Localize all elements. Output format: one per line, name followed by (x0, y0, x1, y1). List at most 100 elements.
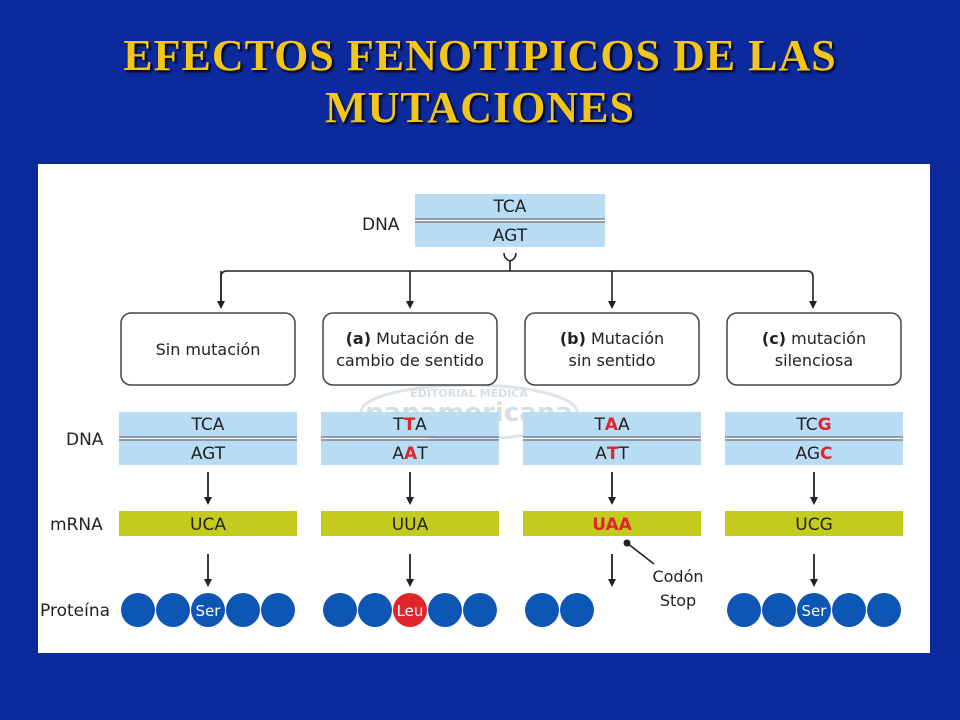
mutation-type-box (120, 312, 296, 386)
box-line-2: silenciosa (775, 351, 853, 370)
amino-acid-label: Ser (802, 602, 828, 620)
mrna-text-segment: UCG (795, 515, 833, 535)
box-line-text: Mutación de (376, 329, 474, 348)
box-label-letter: (a) (346, 329, 371, 348)
dna-strand-2 (523, 441, 701, 465)
amino-acid-circle (261, 593, 295, 627)
dna-strand-1 (523, 412, 701, 436)
dna-strand-1 (321, 412, 499, 436)
dna-strand-1 (119, 412, 297, 436)
amino-acid-circle (463, 593, 497, 627)
top-dna: DNA TCA AGT (362, 194, 605, 247)
amino-acid-circle (867, 593, 901, 627)
dna-strand-2-text-segment: C (820, 444, 832, 464)
mrna-strand (725, 511, 903, 536)
dna-strand-1-text-segment: A (605, 415, 619, 435)
amino-acid-circle (560, 593, 594, 627)
dna-strand-1-text: TAA (593, 415, 630, 435)
dna-strand-2-text-segment: T (416, 444, 428, 464)
amino-acid-circle (797, 593, 831, 627)
amino-acid-label: Ser (196, 602, 222, 620)
dna-strand-2-text: ATT (595, 444, 629, 464)
box-line-1: (a) Mutación de (346, 329, 475, 348)
mutation-type-box (524, 312, 700, 386)
top-dna-strand-1 (415, 194, 605, 218)
box-line-1: (b) Mutación (560, 329, 664, 348)
dna-strand-2 (725, 441, 903, 465)
top-dna-strand-2-text: AGT (493, 226, 528, 246)
box-line-2: sin sentido (569, 351, 656, 370)
dna-strand-2-text-segment: A (404, 444, 418, 464)
row-label-protein: Proteína (40, 601, 110, 621)
stop-codon-note: Codón Stop (623, 539, 704, 610)
amino-acid-circle (393, 593, 427, 627)
row-label-mrna: mRNA (50, 515, 103, 535)
box-line-text: Mutación (591, 329, 664, 348)
mrna-text: UUA (392, 515, 429, 535)
stop-note-line-2: Stop (660, 591, 696, 610)
dna-strand-2-text-segment: T (607, 444, 619, 464)
diagram-panel: EDITORIAL MÉDICA panamericana DNA TCA AG… (38, 164, 930, 653)
mrna-text: UCA (190, 515, 226, 535)
amino-acid-circle (727, 593, 761, 627)
mrna-strand (523, 511, 701, 536)
dna-strand-1-text-segment: A (618, 415, 630, 435)
stop-note-line-1: Codón (652, 567, 703, 586)
dna-strand-1-text-segment: A (415, 415, 427, 435)
row-label-dna: DNA (66, 430, 104, 450)
dna-strand-1-text-segment: G (818, 415, 832, 435)
mutation-type-box (322, 312, 498, 386)
top-dna-strand-2 (415, 223, 605, 247)
mutation-diagram: EDITORIAL MÉDICA panamericana DNA TCA AG… (40, 194, 903, 627)
branch-connector (217, 252, 817, 309)
dna-strand-2 (119, 441, 297, 465)
dna-strand-2-text-segment: A (595, 444, 607, 464)
amino-acid-circle (358, 593, 392, 627)
top-dna-label: DNA (362, 215, 400, 235)
mrna-strand (119, 511, 297, 536)
amino-acid-circle (121, 593, 155, 627)
dna-strand-2-text: AAT (392, 444, 428, 464)
dna-strand-2-text-segment: AGT (191, 444, 226, 464)
mrna-text-segment: UUA (392, 515, 429, 535)
amino-acid-circle (762, 593, 796, 627)
amino-acid-circle (191, 593, 225, 627)
dna-strand-1-text: TCA (191, 415, 225, 435)
box-line-text: mutación (791, 329, 866, 348)
dna-strand-1-text: TTA (392, 415, 427, 435)
box-line-text: Sin mutación (156, 340, 261, 359)
box-line-text: silenciosa (775, 351, 853, 370)
mrna-text-segment: UCA (190, 515, 226, 535)
amino-acid-circle (832, 593, 866, 627)
box-line-1: (c) mutación (762, 329, 866, 348)
box-line-2: cambio de sentido (336, 351, 484, 370)
title-line-2: MUTACIONES (325, 83, 635, 132)
box-line-text: cambio de sentido (336, 351, 484, 370)
box-label-letter: (c) (762, 329, 786, 348)
dna-strand-2-text-segment: T (617, 444, 629, 464)
dna-strand-2-text: AGC (796, 444, 833, 464)
amino-acid-circle (156, 593, 190, 627)
dna-strand-1-text: TCG (795, 415, 831, 435)
dna-strand-1-text-segment: T (593, 415, 605, 435)
box-line-1: Sin mutación (156, 340, 261, 359)
mutation-type-box (726, 312, 902, 386)
dna-strand-2-text: AGT (191, 444, 226, 464)
dna-strand-1-text-segment: T (392, 415, 404, 435)
watermark-line-1: EDITORIAL MÉDICA (410, 387, 528, 400)
mrna-strand (321, 511, 499, 536)
mrna-text: UAA (592, 515, 632, 535)
dna-strand-1-text-segment: T (404, 415, 416, 435)
top-dna-strand-1-text: TCA (493, 197, 527, 217)
title-line-1: EFECTOS FENOTIPICOS DE LAS (123, 31, 837, 80)
amino-acid-circle (428, 593, 462, 627)
dna-strand-2 (321, 441, 499, 465)
amino-acid-circle (323, 593, 357, 627)
box-line-text: sin sentido (569, 351, 656, 370)
slide-title: EFECTOS FENOTIPICOS DE LAS MUTACIONES (0, 30, 960, 134)
dna-strand-1-text-segment: TC (795, 415, 817, 435)
